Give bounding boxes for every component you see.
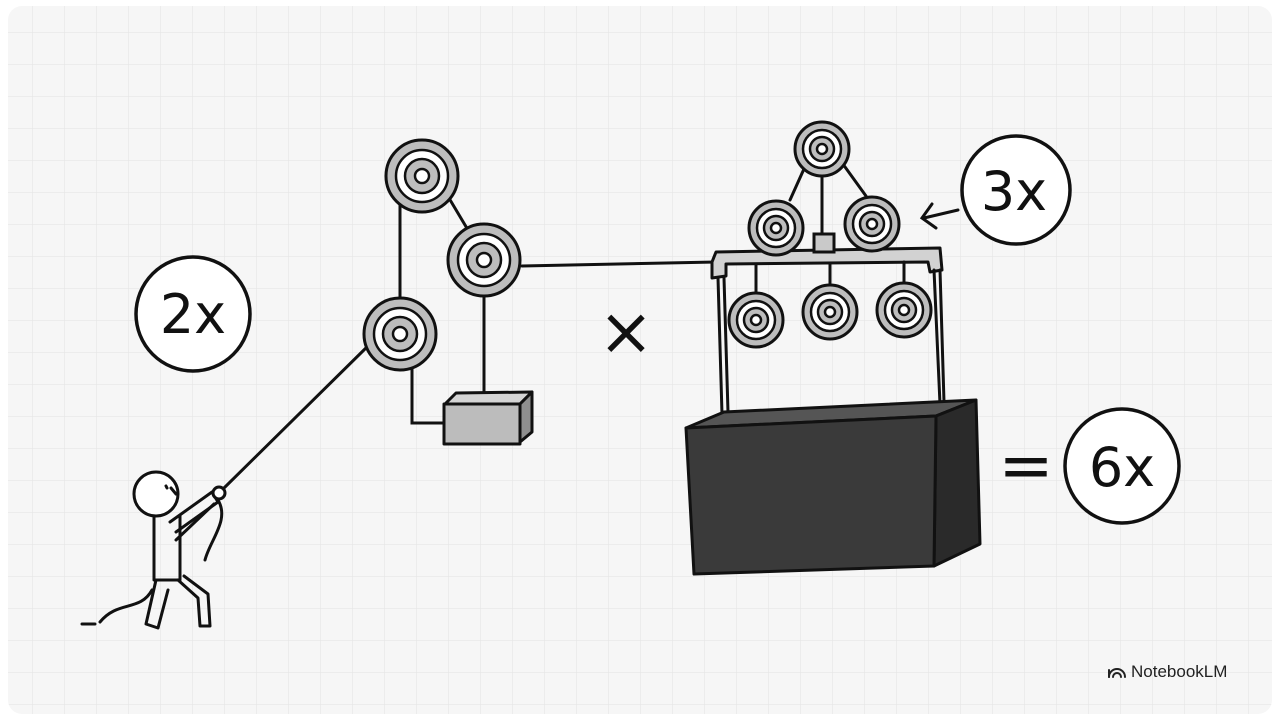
lower-pulley-1	[727, 291, 785, 349]
left-top-pulley	[384, 138, 460, 214]
large-weight-block	[684, 398, 982, 576]
left-factor-text: 2x	[160, 283, 226, 346]
rope-from-person	[220, 342, 372, 492]
right-factor-badge: 3x	[960, 134, 1072, 246]
lower-pulley-2	[801, 283, 859, 341]
person-leg-right	[176, 574, 212, 628]
rope-to-right-system	[520, 260, 718, 268]
rope-bottom-loop	[410, 360, 446, 425]
arrow-to-pulley-icon	[919, 202, 960, 230]
result-badge: 6x	[1063, 407, 1181, 525]
right-factor-text: 3x	[981, 160, 1047, 223]
person-arm-lower	[174, 502, 216, 542]
person-body	[152, 514, 182, 582]
person-head	[132, 470, 180, 518]
person-face	[164, 484, 178, 496]
person-leg-left	[144, 578, 170, 630]
brand-watermark: NotebookLM	[1108, 662, 1227, 681]
equals-operator: =	[998, 427, 1053, 504]
left-middle-pulley	[446, 222, 522, 298]
left-lower-pulley	[362, 296, 438, 372]
result-text: 6x	[1089, 436, 1155, 499]
right-top-pulley	[793, 120, 851, 178]
right-left-pulley	[747, 199, 805, 257]
brand-name: NotebookLM	[1131, 662, 1227, 681]
small-weight-block	[442, 390, 534, 446]
notebooklm-logo-icon	[1108, 668, 1126, 678]
multiply-operator: ×	[598, 293, 653, 370]
rope-tail	[80, 498, 224, 626]
left-factor-badge: 2x	[134, 255, 252, 373]
right-right-pulley	[843, 195, 901, 253]
lower-pulley-3	[875, 281, 933, 339]
stick-figure-person	[80, 470, 227, 630]
